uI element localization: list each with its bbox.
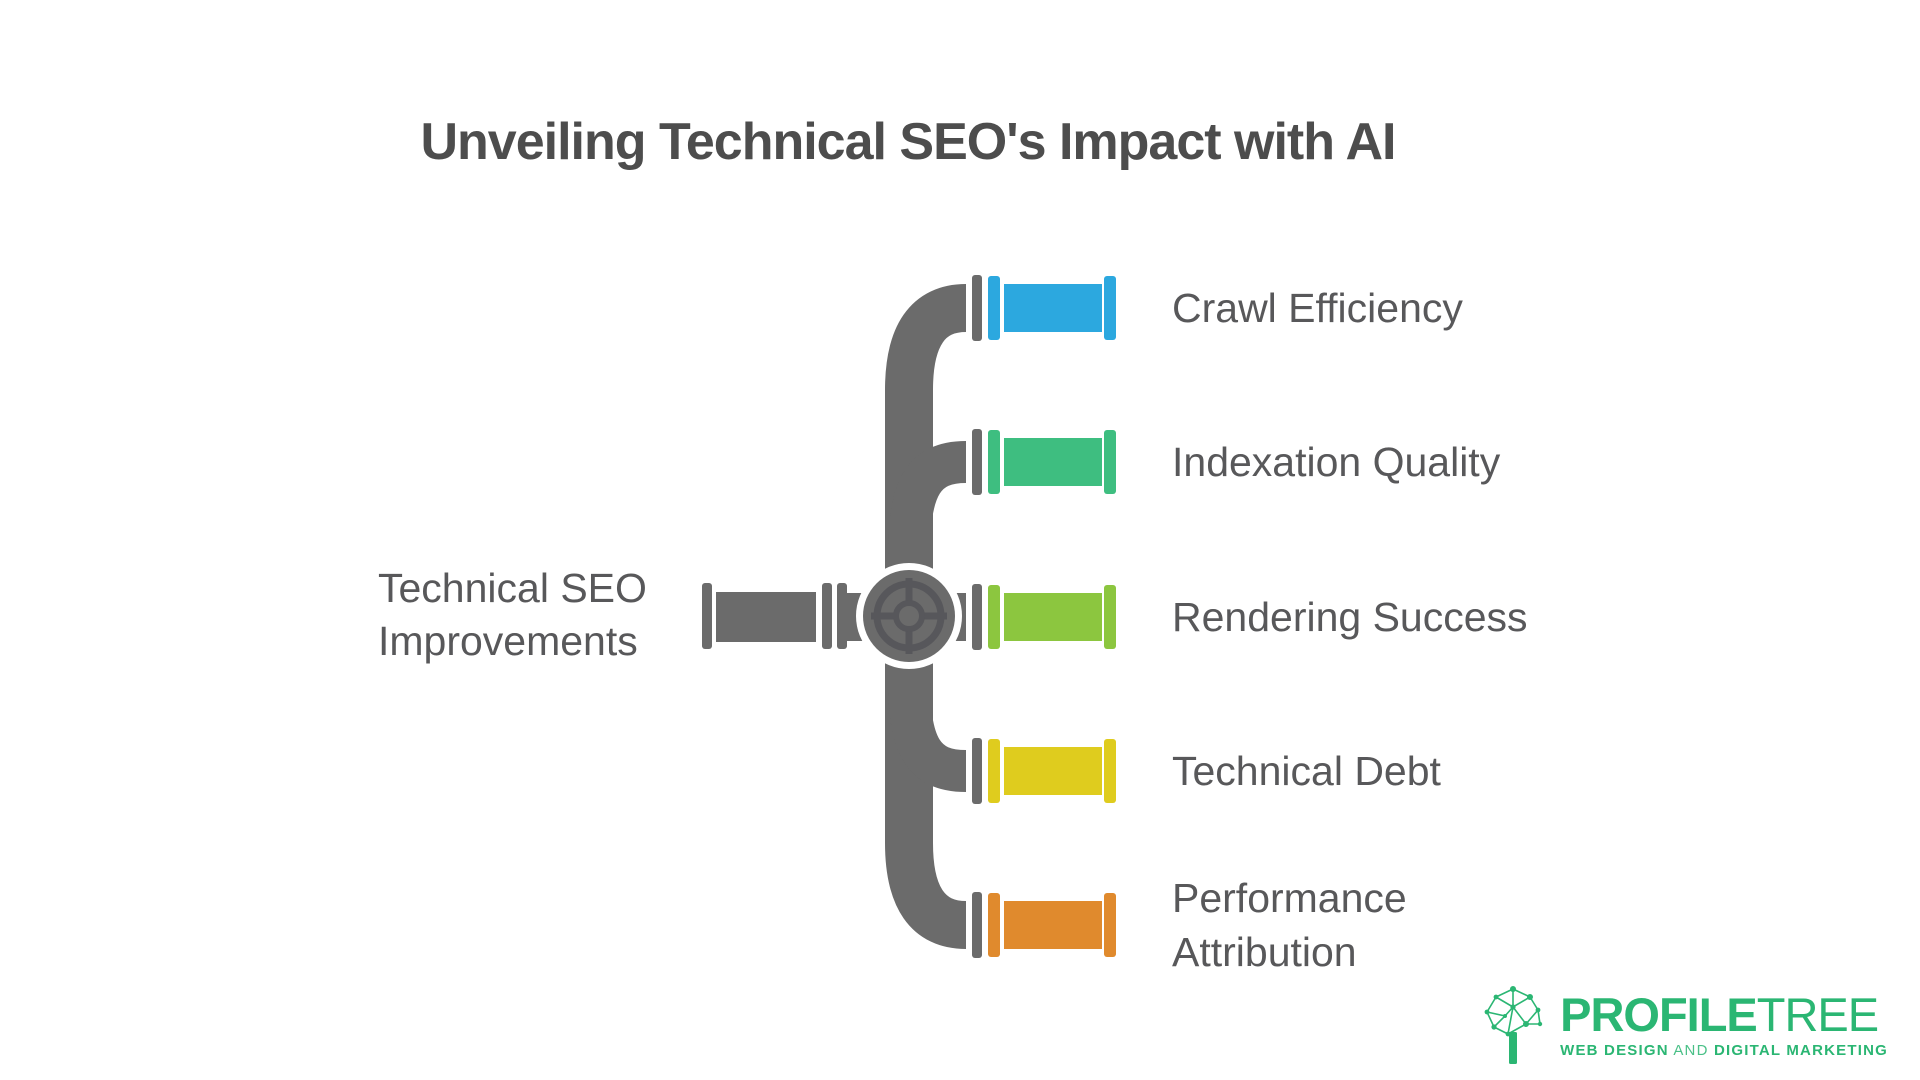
tagline-web-design: WEB DESIGN [1560,1042,1669,1059]
pipe-trunk-upper [885,284,968,650]
branch-label-rendering-success: Rendering Success [1172,594,1528,640]
outlet-pipe-technical-debt [972,738,1116,804]
source-label: Technical SEO Improvements [378,562,647,668]
pipe-branch-curve-upper [888,441,967,556]
outlet-pipe-indexation-quality [972,429,1116,495]
source-label-line1: Technical SEO [378,565,647,611]
wordmark-tree: TREE [1756,988,1879,1041]
profiletree-logo-text: PROFILETREE WEB DESIGN AND DIGITAL MARKE… [1560,991,1888,1060]
outlet-pipe-performance-attribution [972,892,1116,958]
profiletree-wordmark: PROFILETREE [1560,991,1888,1039]
pipe-branch-curve-lower [888,678,967,792]
branch-label-line1: Performance [1172,875,1407,921]
source-label-line2: Improvements [378,618,638,664]
pipe-trunk-lower [885,584,968,949]
profiletree-tree-icon [1484,986,1543,1064]
tagline-and: AND [1673,1042,1709,1059]
inlet-pipe [702,583,847,649]
profiletree-logo: PROFILETREE WEB DESIGN AND DIGITAL MARKE… [1482,984,1888,1066]
branch-label-technical-debt: Technical Debt [1172,748,1441,794]
branch-label-line2: Attribution [1172,929,1357,975]
page-title: Unveiling Technical SEO's Impact with AI [420,113,1396,171]
valve-wheel-icon [856,563,962,669]
branch-label-crawl-efficiency: Crawl Efficiency [1172,285,1463,331]
branch-label-performance-attribution: Performance Attribution [1172,871,1407,979]
profiletree-tagline: WEB DESIGN AND DIGITAL MARKETING [1560,1042,1888,1059]
wordmark-profile: PROFILE [1560,988,1758,1041]
branch-label-indexation-quality: Indexation Quality [1172,439,1501,485]
tagline-digital-marketing: DIGITAL MARKETING [1713,1042,1888,1059]
outlet-pipe-rendering-success [972,584,1116,650]
outlet-pipe-crawl-efficiency [972,275,1116,341]
